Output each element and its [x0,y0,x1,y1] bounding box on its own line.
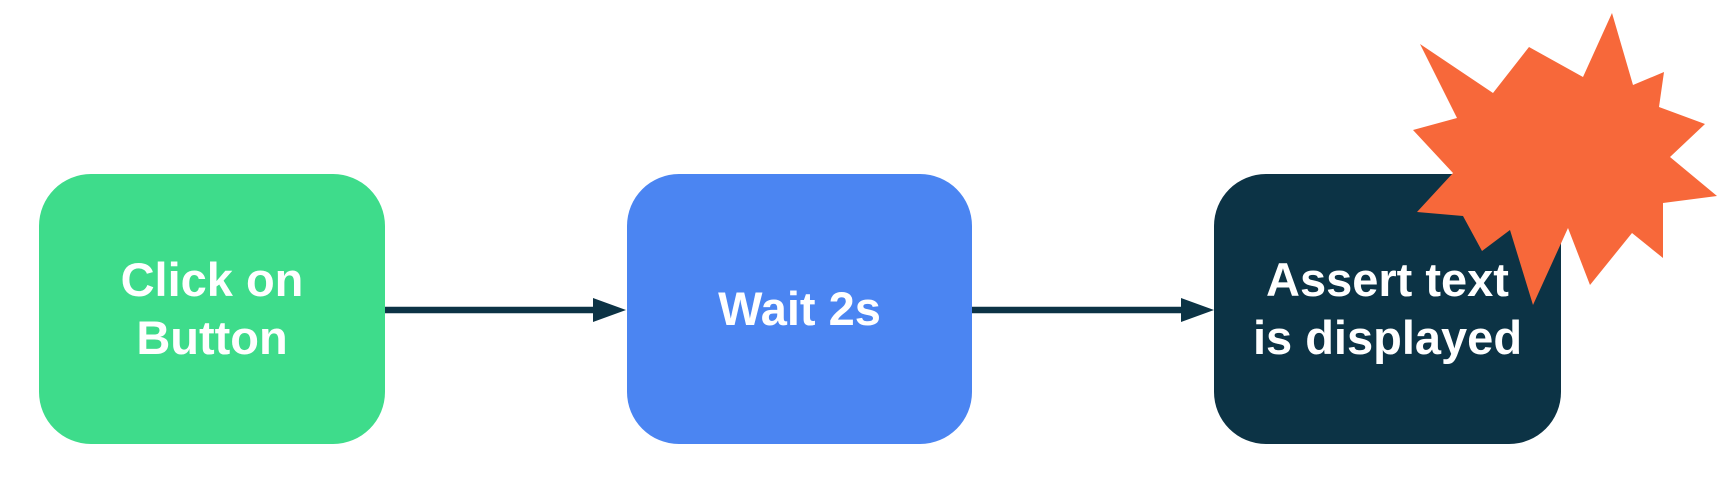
flow-node-wait-2s: Wait 2s [627,174,972,444]
flow-node-click-on-button: Click on Button [39,174,385,444]
connector-arrow-1 [385,298,626,322]
node-label-line: Button [136,311,288,364]
node-label-line: Assert text [1266,253,1509,306]
connector-arrow-2 [972,298,1214,322]
node-label-line: is displayed [1252,311,1523,364]
node-label-line: Click on [120,253,304,306]
flow-node-assert-text-is-displayed: Assert text is displayed [1214,174,1561,444]
arrowhead-icon [1181,298,1214,322]
node-label-line: Wait 2s [718,282,881,335]
arrowhead-icon [593,298,626,322]
